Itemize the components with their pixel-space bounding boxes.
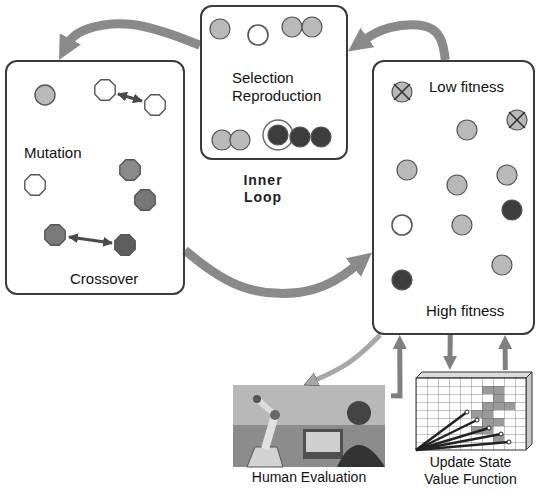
loop-label: Inner Loop	[230, 172, 296, 206]
operator-label: Mutation	[24, 144, 104, 162]
population-individual	[394, 84, 410, 100]
population-individual	[452, 215, 472, 235]
variation-box: MutationCrossover	[5, 60, 185, 295]
population-individual	[115, 235, 135, 255]
population-individual	[135, 190, 155, 210]
loop-arrow	[185, 250, 361, 293]
population-individual	[263, 120, 293, 150]
population-individual	[492, 255, 512, 275]
evaluation-box: Low fitnessHigh fitness	[372, 60, 535, 335]
evaluation-photo	[233, 385, 385, 467]
population-individual	[392, 82, 412, 102]
population-individual	[509, 112, 525, 128]
value-function-grid	[416, 442, 509, 450]
selection-box: Selection Reproduction	[200, 5, 348, 160]
value-function-grid	[465, 410, 469, 414]
population-individual	[290, 127, 310, 147]
value-function-grid	[465, 410, 511, 444]
evaluation-photo	[247, 447, 283, 467]
evaluation-photo	[347, 401, 371, 425]
population-individual	[302, 17, 322, 37]
population-individual	[457, 120, 477, 140]
population-individual	[95, 80, 115, 100]
stage-label: Selection Reproduction	[232, 69, 342, 105]
population-individual	[447, 175, 467, 195]
population-individual	[311, 127, 331, 147]
value-function-grid	[475, 418, 479, 422]
value-function-grid	[499, 432, 503, 436]
population-individual	[509, 112, 525, 128]
evaluation-photo	[265, 415, 275, 449]
value-function-grid	[416, 372, 532, 378]
population-individual	[145, 95, 165, 115]
update-arrow	[447, 335, 452, 362]
population-individual	[502, 200, 522, 220]
evaluation-photo	[270, 410, 280, 420]
population-individual	[35, 85, 55, 105]
loop-arrow	[66, 24, 200, 48]
operator-label: Crossover	[70, 270, 160, 288]
population-individual	[25, 80, 165, 255]
population-individual	[45, 225, 65, 245]
genetic-operator-arrow	[69, 237, 112, 243]
population-individual	[230, 130, 250, 150]
fitness-label: High fitness	[426, 302, 521, 320]
evaluation-photo	[337, 445, 385, 467]
population-individual	[397, 160, 417, 180]
population-individual	[120, 160, 140, 180]
update-arrow	[503, 343, 508, 370]
evaluation-photo	[233, 385, 385, 425]
population-individual	[268, 125, 288, 145]
evaluation-photo	[233, 385, 385, 467]
value-function-grid	[526, 372, 532, 450]
loop-arrow	[359, 25, 445, 60]
population-individual	[212, 130, 232, 150]
genetic-operator-arrow	[69, 94, 142, 243]
population-individual	[210, 19, 230, 39]
value-function-grid	[416, 372, 532, 450]
population-individual	[392, 82, 527, 290]
value-function-panel: Update State Value Function	[405, 370, 537, 493]
population-individual	[392, 215, 412, 235]
population-individual	[25, 175, 45, 195]
value-function-grid	[487, 426, 491, 430]
value-function-grid	[416, 378, 526, 450]
evaluation-photo	[253, 395, 261, 403]
value-function-grid	[507, 440, 511, 444]
evaluation-photo	[306, 432, 340, 452]
population-individual	[392, 270, 412, 290]
evaluation-arrow	[311, 335, 380, 382]
fitness-label: Low fitness	[429, 78, 519, 96]
genetic-operator-arrow	[118, 94, 142, 101]
evaluation-photo	[303, 429, 343, 459]
population-individual	[497, 165, 517, 185]
population-individual	[282, 17, 302, 37]
value-function-grid	[416, 434, 501, 450]
caption-label: Human Evaluation	[233, 469, 385, 486]
caption-label: Update State Value Function	[418, 454, 523, 488]
evaluation-photo-panel: Human Evaluation	[233, 385, 391, 492]
population-individual	[507, 110, 527, 130]
population-individual	[394, 84, 410, 100]
value-function-grid	[416, 412, 509, 450]
population-individual	[248, 25, 268, 45]
feedback-arrow	[391, 343, 400, 396]
value-function-grid	[416, 378, 526, 450]
